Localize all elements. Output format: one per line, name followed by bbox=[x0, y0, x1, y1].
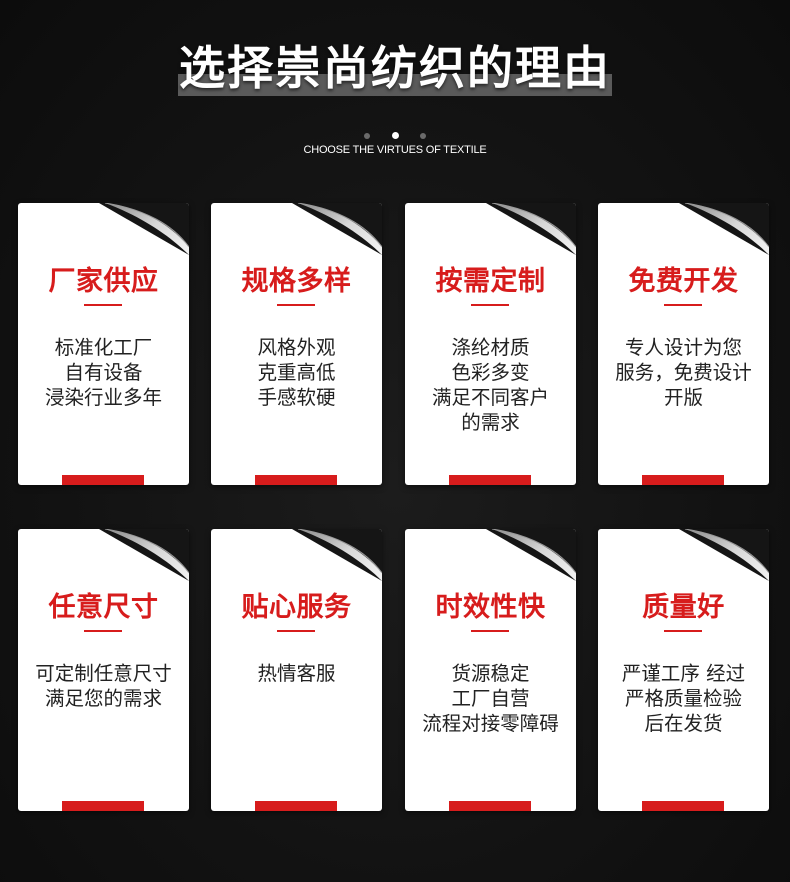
card-description-line: 自有设备 bbox=[64, 361, 143, 384]
card-description-line: 工厂自营 bbox=[451, 687, 530, 710]
card-description-line: 满足不同客户 bbox=[431, 386, 549, 409]
card-description-line: 流程对接零障碍 bbox=[422, 712, 559, 735]
card-description-line: 货源稳定 bbox=[451, 662, 530, 685]
card-bottom-bar bbox=[255, 801, 337, 811]
card-title-underline bbox=[664, 304, 702, 306]
card-description-line: 风格外观 bbox=[257, 336, 336, 359]
card-description: 货源稳定工厂自营流程对接零障碍 bbox=[409, 661, 572, 736]
card-bottom-bar bbox=[642, 801, 724, 811]
page-subtitle: CHOOSE THE VIRTUES OF TEXTILE bbox=[303, 144, 487, 156]
reason-card: 贴心服务热情客服 bbox=[211, 529, 382, 811]
header: 选择崇尚纺织的理由 bbox=[0, 38, 790, 102]
page-curl-icon bbox=[99, 203, 189, 255]
card-title-underline bbox=[277, 630, 315, 632]
card-description-line: 严谨工序 经过 bbox=[621, 662, 746, 685]
dot-active-icon bbox=[391, 132, 399, 139]
card-title: 免费开发 bbox=[628, 266, 739, 297]
card-description-line: 满足您的需求 bbox=[44, 687, 162, 710]
card-title-underline bbox=[471, 304, 509, 306]
page-curl-icon bbox=[679, 203, 769, 255]
card-description-line: 色彩多变 bbox=[451, 361, 530, 384]
page-curl-icon bbox=[292, 529, 382, 581]
card-description-line: 服务，免费设计 bbox=[615, 361, 752, 384]
decorative-dots bbox=[0, 125, 790, 139]
reason-card: 质量好严谨工序 经过严格质量检验后在发货 bbox=[598, 529, 769, 811]
card-title-underline bbox=[664, 630, 702, 632]
card-description: 风格外观克重高低手感软硬 bbox=[215, 335, 378, 410]
dot-icon bbox=[364, 132, 371, 139]
card-bottom-bar bbox=[62, 475, 144, 485]
card-title: 规格多样 bbox=[241, 266, 352, 297]
card-title-underline bbox=[277, 304, 315, 306]
page-curl-icon bbox=[99, 529, 189, 581]
card-title-underline bbox=[84, 630, 122, 632]
card-title-underline bbox=[84, 304, 122, 306]
card-description-line: 涤纶材质 bbox=[451, 336, 530, 359]
reason-card: 任意尺寸可定制任意尺寸满足您的需求 bbox=[18, 529, 189, 811]
card-description-line: 标准化工厂 bbox=[54, 336, 153, 359]
card-description: 可定制任意尺寸满足您的需求 bbox=[22, 661, 185, 711]
card-description-line: 克重高低 bbox=[257, 361, 336, 384]
card-description-line: 手感软硬 bbox=[257, 386, 336, 409]
reason-card: 时效性快货源稳定工厂自营流程对接零障碍 bbox=[405, 529, 576, 811]
card-description-line: 开版 bbox=[663, 386, 703, 409]
card-description-line: 严格质量检验 bbox=[624, 687, 742, 710]
card-title: 时效性快 bbox=[435, 592, 546, 623]
card-description-line: 的需求 bbox=[461, 411, 520, 434]
page-curl-icon bbox=[292, 203, 382, 255]
card-description: 专人设计为您服务，免费设计开版 bbox=[602, 335, 765, 410]
card-title: 厂家供应 bbox=[48, 266, 159, 297]
card-description: 热情客服 bbox=[215, 661, 378, 686]
card-description-line: 后在发货 bbox=[644, 712, 723, 735]
card-description-line: 热情客服 bbox=[257, 662, 336, 685]
page-curl-icon bbox=[486, 529, 576, 581]
card-description: 涤纶材质色彩多变满足不同客户的需求 bbox=[409, 335, 572, 435]
reason-card: 规格多样风格外观克重高低手感软硬 bbox=[211, 203, 382, 485]
card-bottom-bar bbox=[642, 475, 724, 485]
page-title: 选择崇尚纺织的理由 bbox=[179, 41, 611, 95]
page-curl-icon bbox=[486, 203, 576, 255]
card-description: 严谨工序 经过严格质量检验后在发货 bbox=[602, 661, 765, 736]
card-bottom-bar bbox=[255, 475, 337, 485]
title-highlight-band bbox=[178, 74, 612, 96]
page-curl-icon bbox=[679, 529, 769, 581]
card-bottom-bar bbox=[449, 801, 531, 811]
reason-card: 按需定制涤纶材质色彩多变满足不同客户的需求 bbox=[405, 203, 576, 485]
card-bottom-bar bbox=[62, 801, 144, 811]
card-title: 质量好 bbox=[642, 592, 725, 623]
card-title: 按需定制 bbox=[435, 266, 546, 297]
card-title: 贴心服务 bbox=[241, 592, 352, 623]
card-bottom-bar bbox=[449, 475, 531, 485]
card-title-underline bbox=[471, 630, 509, 632]
reason-card: 免费开发专人设计为您服务，免费设计开版 bbox=[598, 203, 769, 485]
card-title: 任意尺寸 bbox=[48, 592, 159, 623]
card-description: 标准化工厂自有设备浸染行业多年 bbox=[22, 335, 185, 410]
card-description-line: 可定制任意尺寸 bbox=[35, 662, 172, 685]
reason-card: 厂家供应标准化工厂自有设备浸染行业多年 bbox=[18, 203, 189, 485]
card-description-line: 浸染行业多年 bbox=[44, 386, 162, 409]
card-description-line: 专人设计为您 bbox=[624, 336, 742, 359]
dot-icon bbox=[419, 132, 426, 139]
